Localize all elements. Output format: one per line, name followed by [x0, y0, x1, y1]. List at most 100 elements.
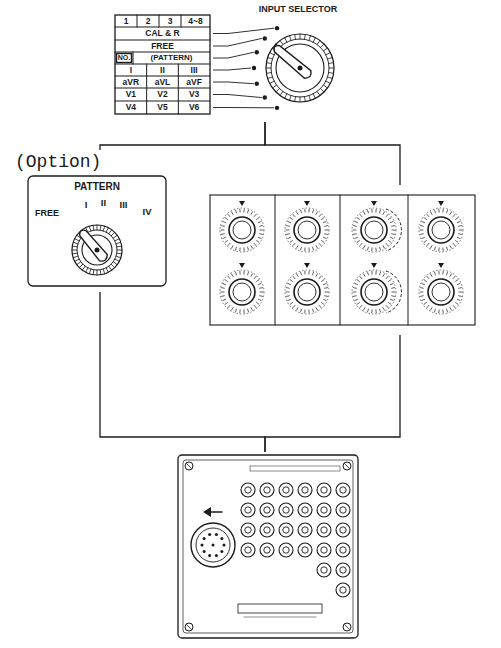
pattern-panel-part — [93, 225, 95, 230]
dial-panel-part — [383, 212, 385, 215]
dial-panel-part — [371, 310, 372, 313]
pattern-panel-part — [103, 226, 105, 231]
dial-panel-part — [239, 201, 245, 206]
pattern-panel-part — [100, 270, 102, 275]
pattern-panel-part — [77, 228, 109, 264]
dial-panel-part — [239, 209, 240, 212]
dial-panel-part — [438, 248, 439, 251]
pattern-panel-part — [109, 230, 112, 234]
dial-panel-part — [228, 305, 230, 307]
electrode-box-part — [215, 554, 218, 557]
dial-panel-part — [322, 280, 324, 282]
dial-panel-part — [285, 208, 329, 252]
dial-panel-part — [254, 276, 256, 278]
dial-panel-part — [254, 214, 256, 216]
dial-panel-part — [322, 218, 324, 220]
dial-panel-part — [257, 218, 259, 220]
electrode-box-part — [244, 617, 316, 618]
selector-table-part — [133, 52, 134, 64]
dial-panel-part — [364, 274, 366, 277]
cell-text: 2 — [137, 15, 159, 27]
dial-panel-part — [223, 299, 226, 300]
selector-table-part — [115, 15, 210, 114]
dial-panel-part — [446, 247, 448, 250]
electrode-box-part — [302, 547, 308, 553]
dial-panel-part — [386, 305, 388, 307]
dial-panel-part — [290, 241, 292, 243]
electrode-box-part — [241, 523, 255, 537]
pattern-panel-part — [113, 235, 117, 238]
selector-table-part — [178, 64, 179, 114]
dial-panel-part — [251, 246, 253, 249]
electrode-box-part — [317, 483, 331, 497]
dial-panel-part — [427, 305, 429, 307]
dial-panel-part — [453, 305, 455, 307]
dial-panel-part — [258, 221, 261, 222]
dial-panel-part — [438, 209, 439, 212]
electrode-box-part — [241, 543, 255, 557]
dial-panel-part — [235, 272, 237, 275]
electrode-box-part — [340, 547, 346, 553]
dial-panel-part — [365, 221, 383, 239]
dial-panel-part — [438, 310, 439, 313]
pattern-panel-part — [106, 228, 108, 232]
electrode-box-part — [336, 503, 350, 517]
cell-text: V2 — [147, 88, 179, 101]
electrode-box-part — [264, 547, 270, 553]
dial-panel-part — [360, 243, 362, 245]
dial-panel-part — [221, 287, 224, 289]
dial-panel-part — [247, 210, 249, 213]
dial-panel-part — [323, 299, 326, 300]
dial-panel-part — [353, 225, 356, 227]
dial-panel-part — [361, 279, 387, 305]
cell-text: V4 — [115, 101, 147, 114]
electrode-box-part — [340, 587, 346, 593]
selector-knob-part — [317, 91, 320, 95]
electrode-box-part — [250, 466, 340, 471]
dial-panel-part — [386, 243, 388, 245]
selector-knob-part — [213, 28, 274, 33]
selector-knob-part — [326, 81, 330, 83]
dial-panel-part — [438, 201, 444, 206]
selector-knob-part — [268, 57, 273, 59]
dial-panel-part — [364, 308, 366, 311]
dial-panel-part — [431, 212, 433, 215]
electrode-box-part — [345, 625, 350, 630]
pattern-panel-part — [100, 225, 102, 230]
dial-panel-part — [312, 309, 314, 312]
electrode-box-part — [220, 537, 223, 540]
selector-knob-part — [263, 36, 267, 40]
selector-knob-part — [271, 39, 329, 97]
selector-knob-part — [270, 53, 274, 55]
dial-panel-part — [254, 243, 256, 245]
dial-panel-part — [286, 292, 289, 293]
electrode-box-part — [238, 604, 322, 613]
panel-heading: PATTERN — [54, 180, 140, 193]
dial-panel-part — [442, 310, 443, 313]
dial-panel-part — [383, 274, 385, 277]
dial-panel-part — [367, 247, 369, 250]
dial-panel-part — [422, 237, 425, 238]
dial-panel-part — [312, 247, 314, 250]
pattern-panel-part — [117, 250, 122, 251]
dial-panel-part — [438, 271, 439, 274]
dial-panel-part — [355, 299, 358, 300]
pattern-panel-part — [115, 239, 119, 241]
dial-panel-part — [371, 201, 377, 206]
dial-panel-part — [300, 210, 302, 213]
dial-panel-part — [316, 308, 318, 311]
dial-panel-part — [428, 279, 454, 305]
dial-panel-part — [243, 310, 244, 313]
dial-panel-part — [304, 209, 305, 212]
electrode-box-part — [264, 487, 270, 493]
dial-panel-part — [221, 225, 224, 227]
pattern-panel-part — [72, 253, 77, 255]
electrode-box-part — [191, 523, 235, 567]
electrode-box-part — [279, 543, 293, 557]
selector-knob-part — [285, 94, 287, 98]
selector-table — [115, 15, 210, 114]
knob-position: III — [113, 199, 134, 211]
dial-panel-part — [251, 212, 253, 215]
selector-knob-part — [276, 89, 280, 93]
